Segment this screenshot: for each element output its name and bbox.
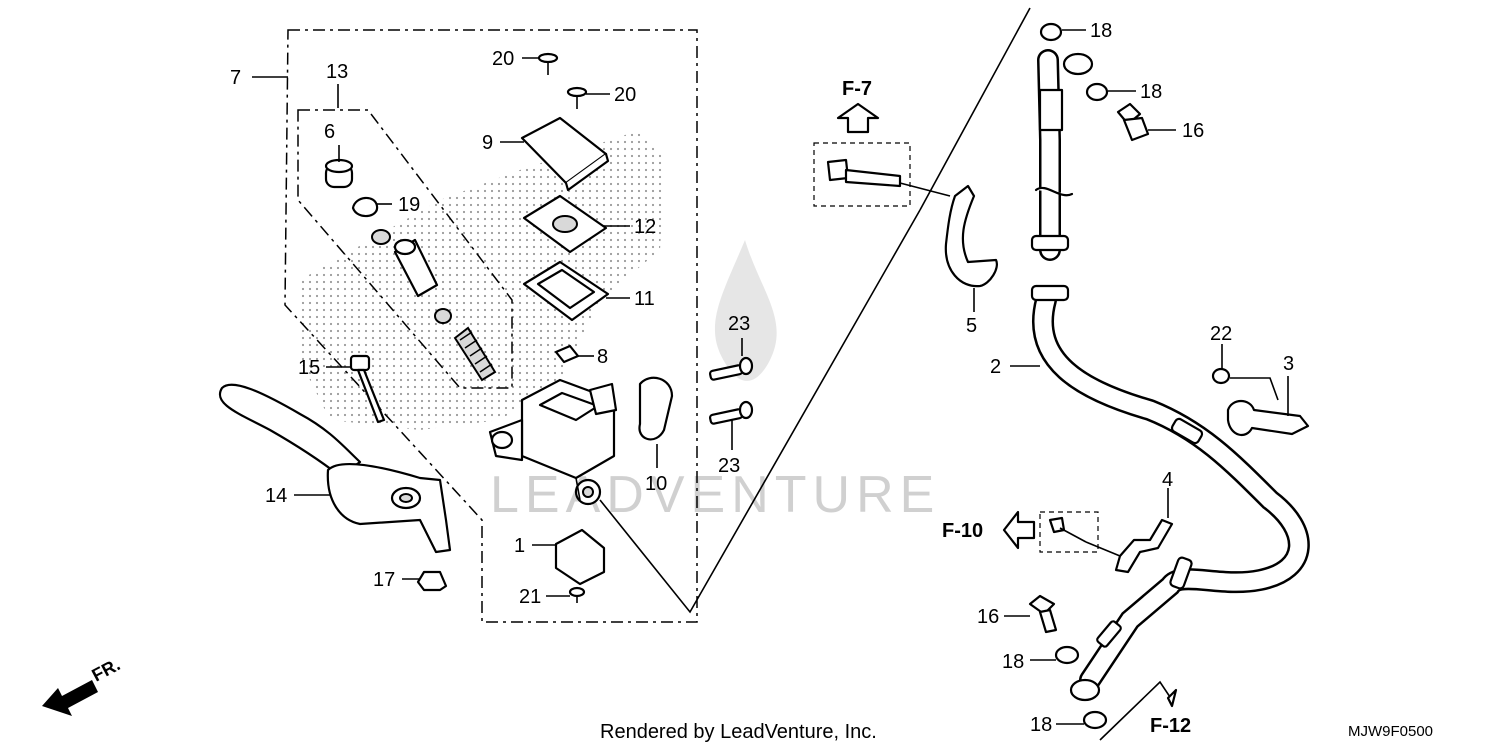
part-4-stay: [1114, 518, 1174, 574]
part-spring-coils: [459, 331, 493, 373]
part-17-nut: [416, 570, 448, 592]
callouts: 7 13 6 19 15 14 17 20 20 9 12 11 8 10 1 …: [230, 20, 1294, 736]
callout-22: 22: [1210, 323, 1232, 345]
part-cup: [434, 308, 452, 324]
part-3-clamp: [1226, 399, 1310, 437]
callout-10: 10: [645, 473, 667, 495]
part-16-bolt-b: [1028, 594, 1058, 634]
part-2-brake-hose: [1030, 49, 1310, 702]
part-19-circlip: [351, 196, 379, 218]
part-9-cover-edge: [564, 152, 610, 192]
part-21-screw: [568, 586, 586, 603]
callout-4: 4: [1162, 469, 1173, 491]
ref-f12: F-12: [1099, 680, 1191, 741]
part-spring: [453, 326, 497, 382]
leader-f7: [899, 182, 951, 197]
callout-15: 15: [298, 357, 320, 379]
callout-2: 2: [990, 356, 1001, 378]
leader-f10: [1085, 541, 1121, 557]
ref-f10: F-10: [942, 510, 1099, 553]
callout-12: 12: [634, 216, 656, 238]
part-seal: [371, 229, 391, 245]
leader-line-top: [919, 7, 1031, 211]
direction-label: FR.: [88, 654, 123, 685]
part-14-lever: [219, 383, 452, 554]
part-23-bolt-a: [708, 356, 754, 381]
callout-17: 17: [373, 569, 395, 591]
callout-14: 14: [265, 485, 287, 507]
callout-9: 9: [482, 132, 493, 154]
part-18-washer-a: [1039, 22, 1063, 42]
part-15-bolt: [349, 354, 386, 424]
part-18-washer-c: [1054, 645, 1080, 665]
part-18-washer-d: [1082, 710, 1108, 730]
part-18-washer-b: [1085, 82, 1109, 102]
label-f12: F-12: [1150, 715, 1191, 737]
callout-5: 5: [966, 315, 977, 337]
part-11-inner: [536, 268, 596, 310]
part-5-bracket: [944, 184, 998, 288]
callout-18d: 18: [1030, 714, 1052, 736]
callout-3: 3: [1283, 353, 1294, 375]
leader-lines: [294, 29, 1289, 725]
leader-22-3: [1230, 377, 1279, 401]
callout-8: 8: [597, 346, 608, 368]
callout-16b: 16: [977, 606, 999, 628]
part-23-bolt-b: [708, 400, 754, 425]
part-6-cap: [324, 158, 354, 189]
watermark-text: LEADVENTURE: [490, 466, 940, 524]
callout-18b: 18: [1140, 81, 1162, 103]
subassembly-outline-13: [297, 109, 513, 389]
callout-6: 6: [324, 121, 335, 143]
part-12-hole: [552, 215, 578, 233]
part-20-screw-b: [566, 86, 588, 109]
label-f7: F-7: [842, 78, 872, 100]
watermark: LEADVENTURE: [490, 240, 940, 524]
callout-21: 21: [519, 586, 541, 608]
callout-23a: 23: [728, 313, 750, 335]
callout-23b: 23: [718, 455, 740, 477]
callout-13: 13: [326, 61, 348, 83]
callout-19: 19: [398, 194, 420, 216]
part-20-screw-a: [537, 52, 559, 75]
front-direction-arrow: FR.: [42, 654, 123, 716]
callout-16a: 16: [1182, 120, 1204, 142]
footer-credit: Rendered by LeadVenture, Inc.: [600, 721, 877, 743]
callout-18c: 18: [1002, 651, 1024, 673]
callout-1: 1: [514, 535, 525, 557]
assembly-outline-7: [284, 29, 698, 623]
label-f10: F-10: [942, 520, 983, 542]
callout-20a: 20: [492, 48, 514, 70]
callout-18a: 18: [1090, 20, 1112, 42]
leader-line-hose: [599, 209, 921, 614]
callout-7: 7: [230, 67, 241, 89]
master-cylinder-body: [488, 378, 618, 506]
part-16-bolt-a: [1116, 102, 1150, 142]
part-22-bolt: [1211, 367, 1231, 385]
part-10-holder: [638, 376, 674, 441]
part-piston: [393, 238, 439, 298]
callout-11: 11: [634, 288, 655, 310]
callout-20b: 20: [614, 84, 636, 106]
part-1-switch: [554, 528, 606, 586]
ref-f7: F-7: [813, 78, 911, 207]
diagram-code: MJW9F0500: [1348, 723, 1433, 740]
